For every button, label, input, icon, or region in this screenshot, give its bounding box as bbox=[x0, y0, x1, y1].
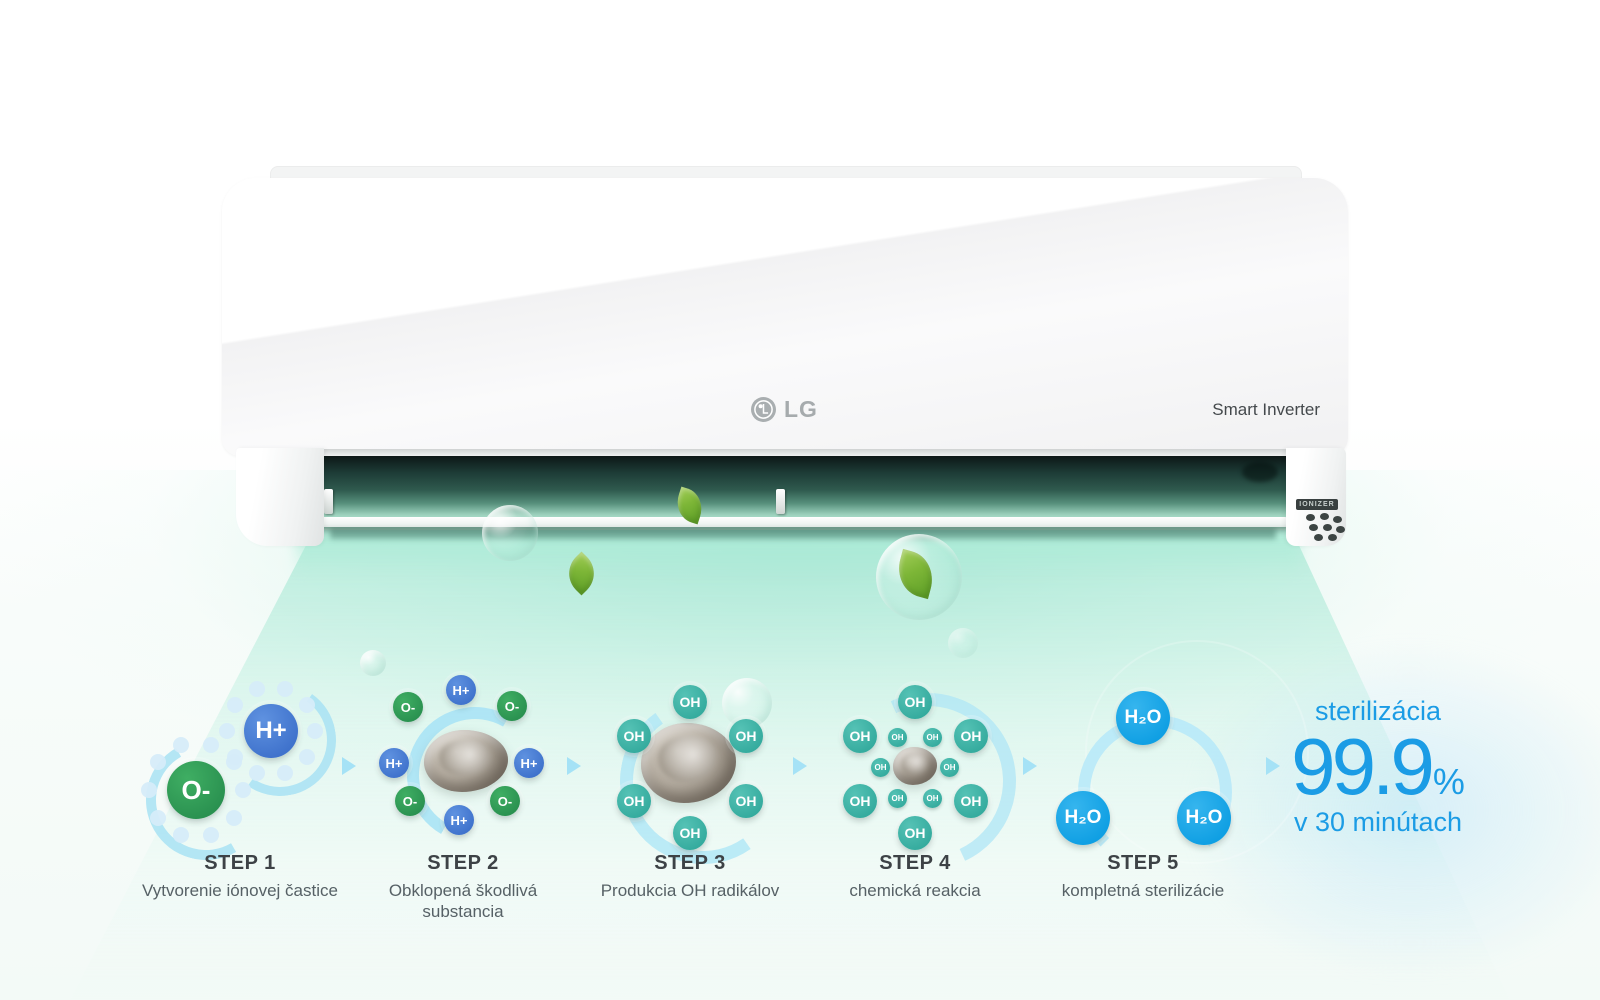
oh-radical-small: OH bbox=[871, 758, 890, 777]
step-3-label-block: STEP 3 Produkcia OH radikálov bbox=[570, 852, 810, 902]
step-arrow-icon bbox=[1023, 757, 1037, 775]
ac-louver-shadow bbox=[330, 528, 1276, 539]
ion-o-minus: O- bbox=[167, 761, 225, 819]
ac-vent-fan-shadow bbox=[1242, 462, 1278, 482]
dust-particle bbox=[641, 723, 736, 803]
air-bubble bbox=[482, 505, 538, 561]
step-2-label-block: STEP 2 Obklopená škodlivá substancia bbox=[343, 852, 583, 922]
oh-radical: OH bbox=[954, 719, 988, 753]
ion-o-minus: O- bbox=[393, 692, 423, 722]
ion-o-minus: O- bbox=[497, 691, 527, 721]
step-arrow-icon bbox=[567, 757, 581, 775]
step-caption: Produkcia OH radikálov bbox=[600, 881, 780, 900]
ion-h-plus: H+ bbox=[446, 675, 476, 705]
step-caption: Vytvorenie iónovej častice bbox=[142, 881, 338, 900]
ion-h-plus: H+ bbox=[514, 748, 544, 778]
step-title: STEP 3 bbox=[654, 852, 726, 874]
result-duration: v 30 minútach bbox=[1293, 807, 1463, 837]
lg-logo: LG bbox=[750, 396, 818, 423]
step-caption: Obklopená škodlivá substancia bbox=[388, 881, 538, 921]
step-title: STEP 4 bbox=[879, 852, 951, 874]
sterilization-result-block: sterilizácia 99.9 % v 30 minútach bbox=[1272, 696, 1484, 838]
ac-panel-seam bbox=[236, 449, 1336, 457]
oh-radical: OH bbox=[843, 784, 877, 818]
h2o-molecule: H₂O bbox=[1116, 691, 1170, 745]
step-caption: chemická reakcia bbox=[849, 881, 981, 900]
oh-radical: OH bbox=[898, 685, 932, 719]
oh-radical: OH bbox=[898, 816, 932, 850]
lg-logo-text: LG bbox=[784, 396, 818, 422]
oh-radical: OH bbox=[843, 719, 877, 753]
step-5-label-block: STEP 5 kompletná sterilizácie bbox=[1023, 852, 1263, 902]
ac-vent-support-tab bbox=[776, 489, 785, 514]
oh-radical: OH bbox=[673, 685, 707, 719]
air-bubble bbox=[948, 628, 978, 658]
step-arrow-icon bbox=[793, 757, 807, 775]
step-arrow-icon bbox=[342, 757, 356, 775]
step-title: STEP 2 bbox=[427, 852, 499, 874]
ac-button-dots bbox=[1306, 514, 1315, 521]
ac-louver-blade bbox=[316, 517, 1290, 527]
dust-particle-small bbox=[893, 747, 937, 785]
result-unit: % bbox=[1432, 761, 1465, 802]
smart-inverter-label: Smart Inverter bbox=[1212, 400, 1320, 419]
oh-radical-small: OH bbox=[888, 728, 907, 747]
step-arrow-icon bbox=[1266, 757, 1280, 775]
ion-h-plus: H+ bbox=[444, 805, 474, 835]
ac-vent-support-tab bbox=[324, 489, 333, 514]
h2o-molecule: H₂O bbox=[1177, 791, 1231, 845]
oh-radical-small: OH bbox=[923, 789, 942, 808]
faint-bubble-ring bbox=[1085, 640, 1309, 864]
ac-left-end-cap bbox=[236, 448, 324, 546]
ion-o-minus: O- bbox=[490, 786, 520, 816]
air-bubble bbox=[360, 650, 386, 676]
step-title: STEP 1 bbox=[204, 852, 276, 874]
ionizer-badge: IONIZER bbox=[1296, 499, 1338, 510]
result-value-row: 99.9 % bbox=[1272, 722, 1484, 811]
step-4-label-block: STEP 4 chemická reakcia bbox=[795, 852, 1035, 902]
oh-radical-small: OH bbox=[940, 758, 959, 777]
oh-radical: OH bbox=[954, 784, 988, 818]
oh-radical: OH bbox=[617, 719, 651, 753]
ion-h-plus: H+ bbox=[244, 704, 298, 758]
oh-radical: OH bbox=[729, 784, 763, 818]
oh-radical: OH bbox=[617, 784, 651, 818]
ion-o-minus: O- bbox=[395, 786, 425, 816]
oh-radical: OH bbox=[729, 719, 763, 753]
ac-right-end-cap bbox=[1286, 448, 1346, 546]
result-value: 99.9 bbox=[1291, 722, 1435, 811]
oh-radical-small: OH bbox=[923, 728, 942, 747]
step-caption: kompletná sterilizácie bbox=[1061, 881, 1225, 900]
ac-unit-body bbox=[222, 178, 1348, 456]
h2o-molecule: H₂O bbox=[1056, 791, 1110, 845]
oh-radical: OH bbox=[673, 816, 707, 850]
dust-particle bbox=[424, 730, 508, 792]
step-title: STEP 5 bbox=[1107, 852, 1179, 874]
airflow-bright-band bbox=[296, 528, 1300, 576]
result-title: sterilizácia bbox=[1314, 696, 1442, 726]
oh-radical-small: OH bbox=[888, 789, 907, 808]
ion-h-plus: H+ bbox=[379, 748, 409, 778]
step-1-label-block: STEP 1 Vytvorenie iónovej častice bbox=[120, 852, 360, 902]
lg-symbol-icon bbox=[751, 397, 776, 422]
